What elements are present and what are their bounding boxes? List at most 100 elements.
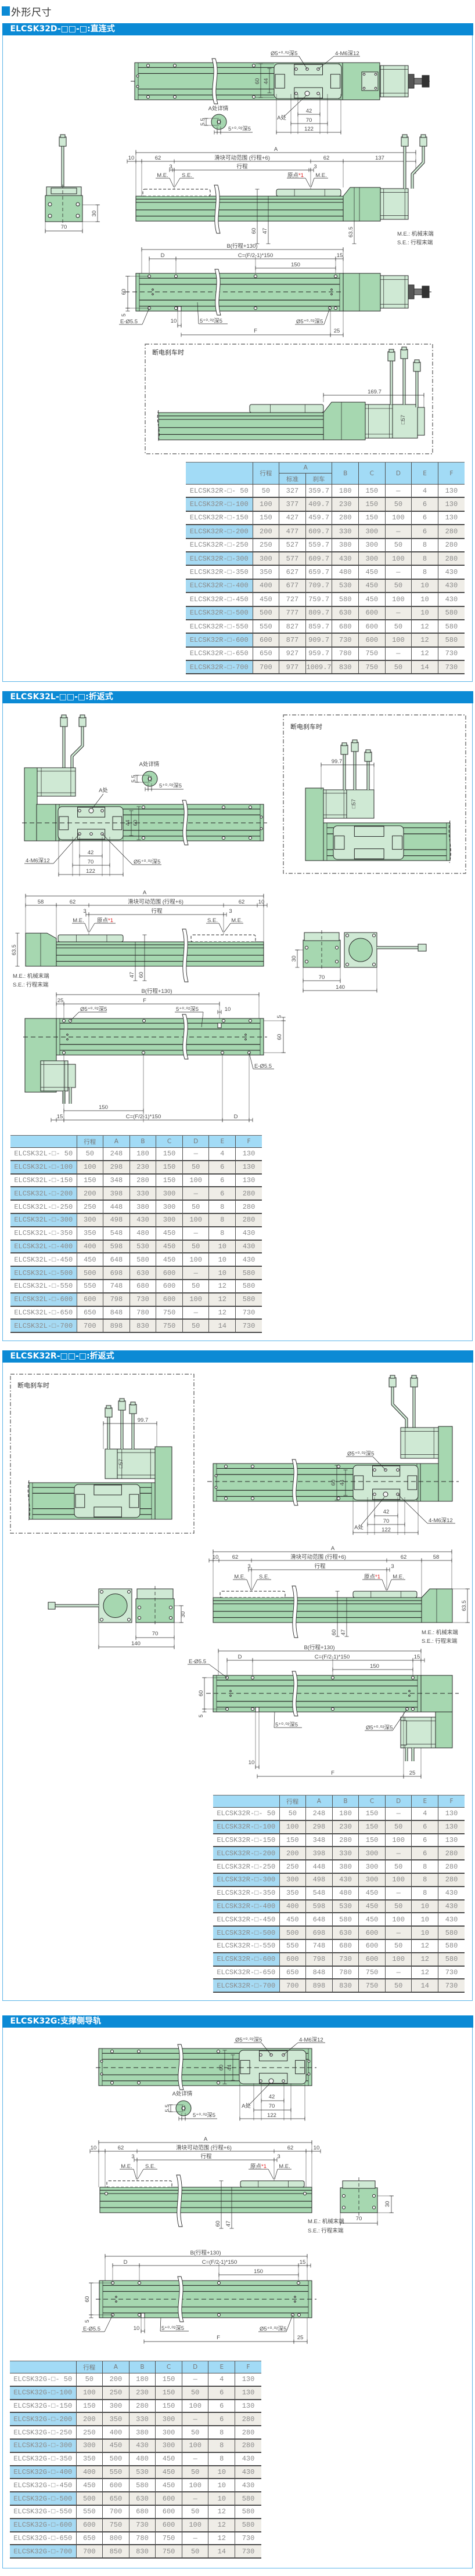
value-cell: 350: [75, 2452, 103, 2466]
value-cell: 130: [235, 2399, 261, 2414]
value-cell: 280: [128, 2399, 156, 2414]
value-cell: 830: [332, 1979, 359, 1993]
value-cell: 498: [305, 1873, 333, 1887]
model-cell: ELCSK32R-□-450: [186, 592, 253, 607]
model-cell: ELCSK32R-□-600: [213, 1952, 279, 1967]
value-cell: 130: [437, 497, 465, 512]
value-cell: 680: [332, 619, 359, 634]
value-cell: 530: [129, 1240, 156, 1254]
value-cell: 10: [411, 606, 438, 620]
value-cell: 280: [438, 1847, 465, 1861]
value-cell: 609.7: [305, 525, 332, 539]
value-cell: 450: [358, 565, 386, 580]
value-cell: 477: [279, 525, 306, 539]
table-header-row: 行程 A B C D E F: [213, 1795, 465, 1808]
value-cell: 8: [411, 1860, 438, 1874]
model-cell: ELCSK32R-□-300: [213, 1873, 279, 1887]
header-b: B: [332, 1795, 359, 1808]
value-cell: 100: [182, 1213, 209, 1227]
value-cell: 4: [411, 484, 438, 498]
value-cell: 180: [129, 1147, 156, 1161]
model-cell: ELCSK32R-□-200: [186, 525, 253, 539]
value-cell: 398: [103, 1187, 130, 1201]
header-e: E: [411, 1795, 438, 1808]
value-cell: 600: [102, 2479, 129, 2493]
value-cell: 748: [305, 1939, 333, 1953]
value-cell: 250: [279, 1860, 306, 1874]
value-cell: 130: [235, 1160, 262, 1175]
value-cell: 280: [332, 511, 359, 526]
value-cell: 12: [208, 1279, 236, 1294]
value-cell: 50: [384, 1979, 412, 1993]
value-cell: 50: [75, 2373, 103, 2387]
value-cell: 50: [279, 1807, 306, 1821]
value-cell: 630: [128, 2492, 156, 2506]
value-cell: 230: [332, 1820, 359, 1834]
page-title: 外形尺寸: [2, 5, 52, 19]
header-a: A: [102, 2361, 129, 2373]
value-cell: 6: [208, 2399, 235, 2414]
header-b: B: [332, 462, 359, 485]
value-cell: —: [384, 525, 412, 539]
model-cell: ELCSK32L-□-500: [10, 1266, 77, 1280]
value-cell: 350: [279, 1886, 306, 1901]
header-model: [213, 1795, 279, 1808]
value-cell: 630: [332, 1926, 359, 1940]
value-cell: 300: [155, 2438, 182, 2453]
value-cell: 480: [129, 1226, 156, 1241]
value-cell: 548: [305, 1886, 333, 1901]
value-cell: 450: [75, 2479, 103, 2493]
value-cell: 230: [332, 497, 359, 512]
value-cell: —: [182, 1306, 209, 1320]
value-cell: 330: [332, 525, 359, 539]
value-cell: 680: [332, 1939, 359, 1953]
value-cell: 430: [235, 1226, 262, 1241]
value-cell: 150: [155, 2386, 182, 2400]
value-cell: 180: [332, 484, 359, 498]
value-cell: 330: [332, 1847, 359, 1861]
model-cell: ELCSK32R-□-150: [213, 1833, 279, 1848]
value-cell: 300: [155, 2412, 182, 2427]
value-cell: 10: [208, 1266, 236, 1280]
value-cell: 14: [208, 2545, 235, 2559]
value-cell: 600: [279, 1952, 306, 1967]
value-cell: 450: [358, 1886, 386, 1901]
value-cell: 850: [102, 2545, 129, 2559]
value-cell: 8: [208, 2426, 235, 2440]
value-cell: 150: [358, 1833, 386, 1848]
value-cell: 130: [235, 1147, 262, 1161]
value-cell: 298: [103, 1160, 130, 1175]
value-cell: 430: [332, 551, 359, 566]
value-cell: 300: [358, 538, 386, 552]
header-stroke: 行程: [252, 462, 279, 485]
value-cell: 100: [181, 2438, 208, 2453]
value-cell: 8: [208, 2438, 235, 2453]
value-cell: 12: [411, 1966, 438, 1980]
value-cell: 430: [332, 1873, 359, 1887]
value-cell: 780: [332, 1966, 359, 1980]
value-cell: 50: [384, 579, 412, 594]
value-cell: 150: [155, 2373, 182, 2387]
value-cell: 8: [411, 538, 438, 552]
value-cell: 280: [437, 525, 465, 539]
value-cell: 530: [332, 579, 359, 594]
model-cell: ELCSK32G-□- 50: [10, 2373, 76, 2387]
value-cell: 150: [358, 1820, 386, 1834]
model-cell: ELCSK32G-□-450: [10, 2479, 76, 2493]
value-cell: 6: [411, 497, 438, 512]
value-cell: 730: [128, 2518, 156, 2532]
